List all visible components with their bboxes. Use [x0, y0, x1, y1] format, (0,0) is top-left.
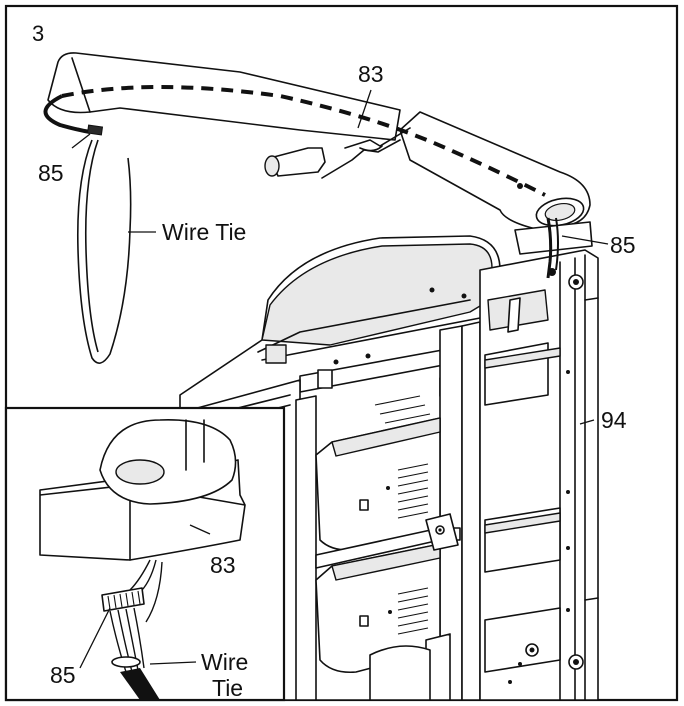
label-94: 94	[601, 407, 627, 433]
label-85-left: 85	[38, 160, 64, 186]
label-tie-inset-line2: Tie	[212, 675, 243, 701]
label-83-inset: 83	[210, 552, 236, 578]
label-wire-inset-line1: Wire	[201, 649, 248, 675]
label-85-right: 85	[610, 232, 636, 258]
step-number: 3	[32, 21, 44, 46]
wire-tie-main	[78, 140, 131, 363]
label-83-top: 83	[358, 61, 384, 87]
label-85-inset: 85	[50, 662, 76, 688]
label-wire-tie-main: Wire Tie	[162, 219, 246, 245]
